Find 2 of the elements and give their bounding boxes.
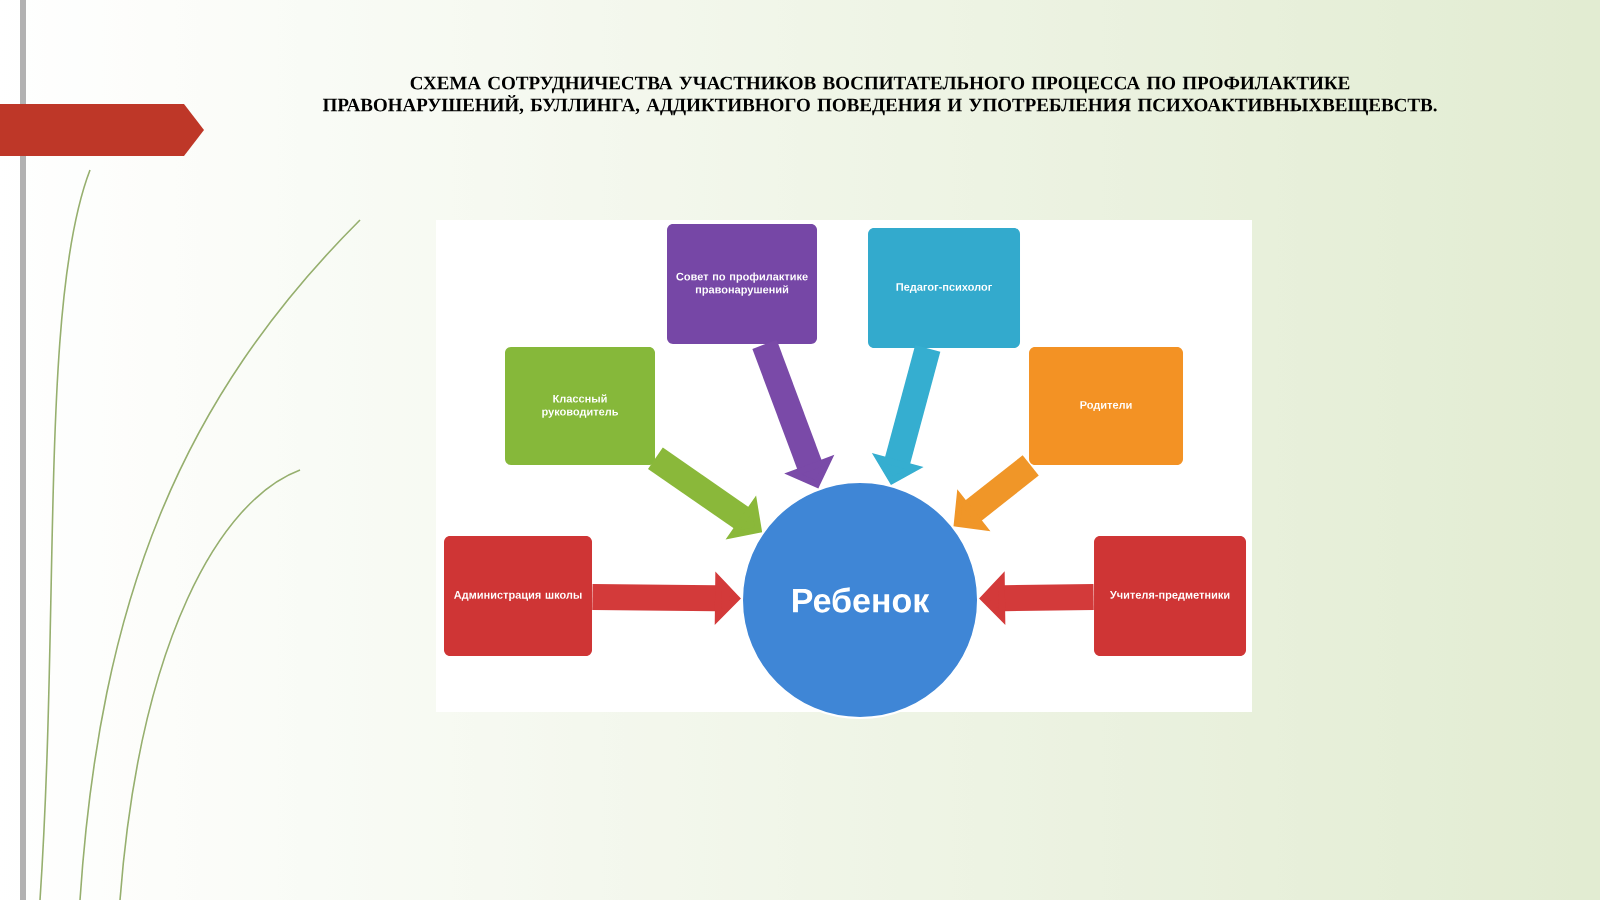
block-arrow	[953, 455, 1039, 532]
title: СХЕМА СОТРУДНИЧЕСТВА УЧАСТНИКОВ ВОСПИТАТЕЛЬНОГО ПРОЦЕССА ПО ПРОФИЛАКТИКЕ ПРАВОНАРУШЕНИЙ, БУЛЛИНГА, АДДИКТИВНОГО ПОВЕДЕНИЯ И УПОТРЕБЛЕНИЯ ПСИХОАКТИВНЫХВЕЩЕВСТВ.	[322, 76, 1437, 116]
